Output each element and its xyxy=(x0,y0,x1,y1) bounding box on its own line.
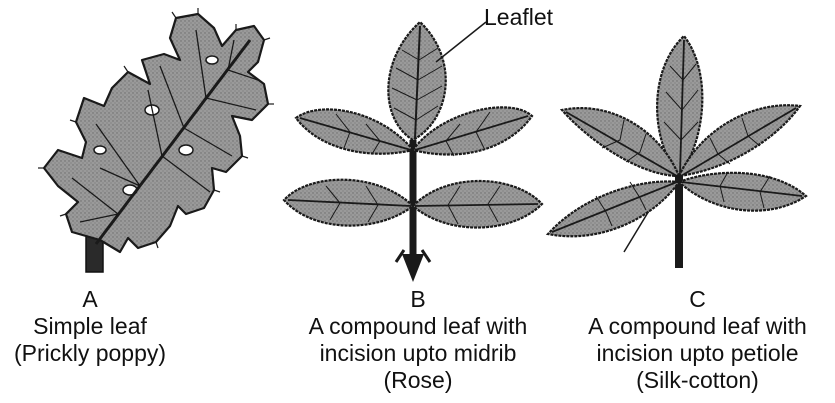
leaf-a-lamina xyxy=(44,14,268,252)
leaflet-label: Leaflet xyxy=(484,4,553,31)
caption-c-line3: (Silk-cotton) xyxy=(560,367,835,394)
caption-b-line3: (Rose) xyxy=(268,367,568,394)
leaflet-c-lower-right xyxy=(679,173,806,211)
caption-a: A Simple leaf (Prickly poppy) xyxy=(0,286,180,367)
caption-b-letter: B xyxy=(268,286,568,313)
caption-b-line1: A compound leaf with xyxy=(268,313,568,340)
caption-b: B A compound leaf with incision upto mid… xyxy=(268,286,568,394)
silk-cotton-palmate-leaf-icon xyxy=(548,36,806,268)
rose-compound-leaf-icon xyxy=(284,22,542,282)
prickly-poppy-leaf-icon xyxy=(38,8,274,272)
caption-a-line1: Simple leaf xyxy=(0,313,180,340)
caption-a-line2: (Prickly poppy) xyxy=(0,340,180,367)
leaflet-pointer-line xyxy=(436,22,486,62)
caption-a-letter: A xyxy=(0,286,180,313)
caption-c: C A compound leaf with incision upto pet… xyxy=(560,286,835,394)
caption-b-line2: incision upto midrib xyxy=(268,340,568,367)
caption-c-line1: A compound leaf with xyxy=(560,313,835,340)
caption-c-letter: C xyxy=(560,286,835,313)
caption-c-line2: incision upto petiole xyxy=(560,340,835,367)
